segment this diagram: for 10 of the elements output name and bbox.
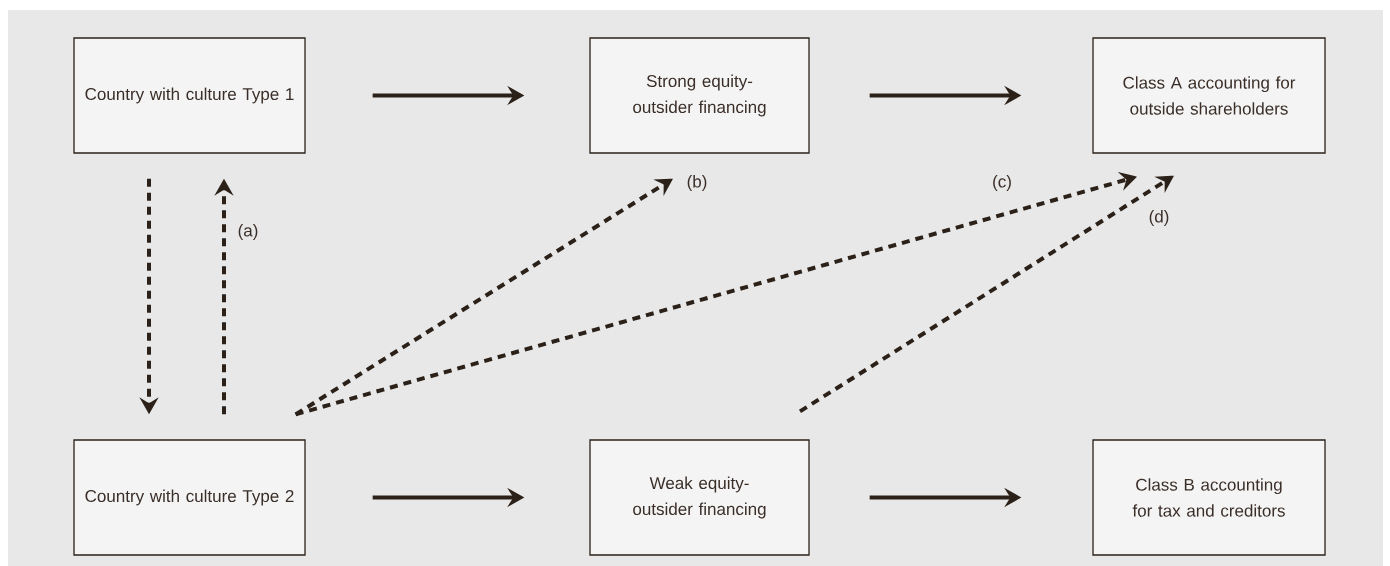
process-box: Class A accounting for outside shareholders [1092,37,1326,154]
process-box: Strong equity-outsider financing [589,37,810,154]
process-box: Class B accounting for tax and creditors [1092,439,1326,556]
edge-label: (a) [238,224,258,240]
process-box: Weak equity-outsider financing [589,439,810,556]
process-box: Country with culture Type 1 [73,37,306,154]
edge-label: (c) [993,175,1011,191]
process-box: Country with culture Type 2 [73,439,306,556]
edge-label: (b) [687,175,707,191]
edge-label: (d) [1149,210,1169,226]
